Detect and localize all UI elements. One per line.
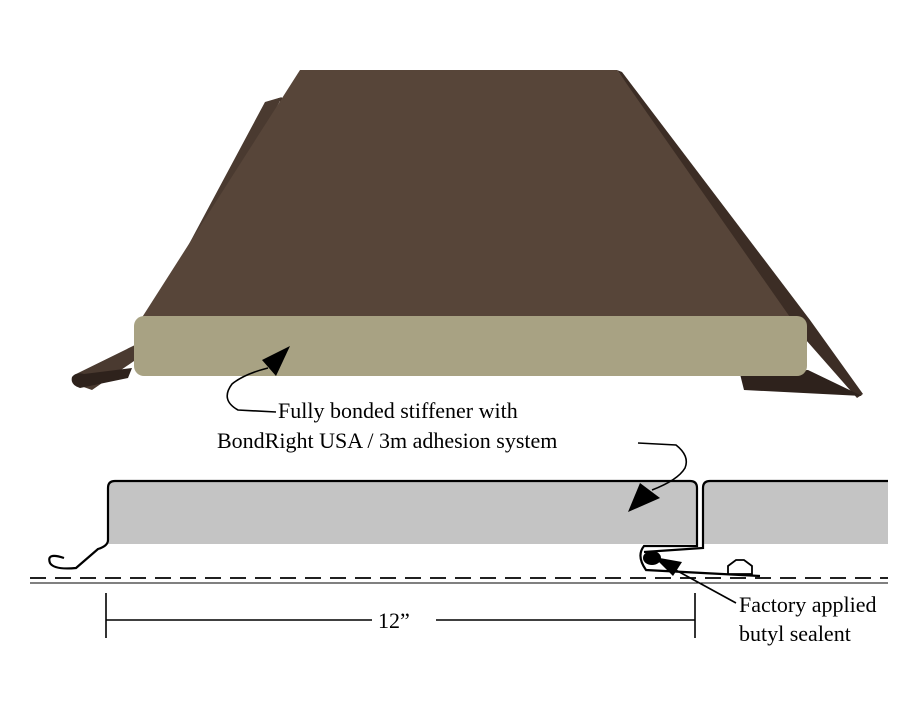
- sealant-leader: [671, 567, 737, 604]
- dimension-label: 12”: [378, 608, 410, 633]
- stiffener-section-left: [108, 481, 697, 544]
- stiffener-leader-top: [226, 367, 277, 413]
- butyl-sealant: [643, 551, 661, 565]
- clip-fastener: [727, 559, 753, 575]
- stiffener-leader-bottom: [637, 442, 688, 491]
- panel-profile-left: [48, 479, 761, 578]
- panel-cross-section: [30, 479, 888, 584]
- panel-right-foot: [740, 370, 862, 396]
- sealant-arrowhead: [654, 557, 682, 576]
- leader-lines: [226, 346, 737, 604]
- dimension-12in: [105, 593, 696, 638]
- sealant-callout-line2: butyl sealent: [739, 621, 851, 646]
- panel-left-hem: [71, 368, 132, 388]
- panel-profile-right: [643, 479, 888, 554]
- stiffener-arrowhead-top: [262, 346, 290, 376]
- panel-top-face: [134, 70, 806, 330]
- stiffener-end-face: [134, 316, 807, 376]
- stiffener-section-right: [703, 481, 888, 544]
- stiffener-callout-line2: BondRight USA / 3m adhesion system: [217, 428, 558, 453]
- stiffener-callout-line1: Fully bonded stiffener with: [278, 398, 518, 423]
- stiffener-arrowhead-bottom: [628, 483, 660, 512]
- panel-left-leg: [74, 97, 282, 390]
- panel-perspective-view: [71, 70, 863, 398]
- sealant-callout-line1: Factory applied: [739, 592, 877, 617]
- panel-right-flange: [617, 70, 863, 398]
